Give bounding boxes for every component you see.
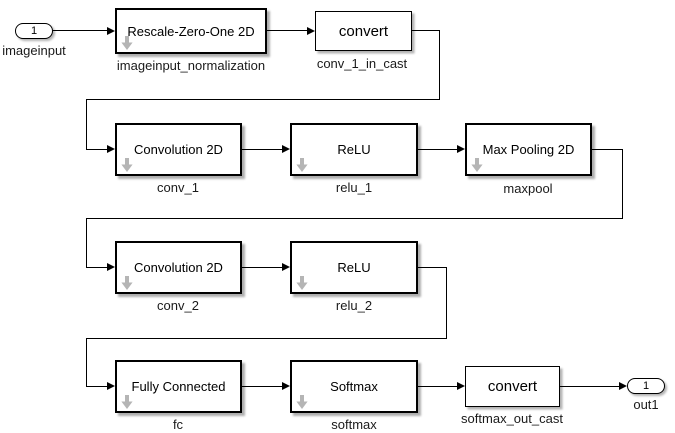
outport-number: 1 bbox=[642, 379, 650, 392]
look-under-mask-arrow-icon[interactable] bbox=[121, 395, 133, 409]
wire-normalization-to-cast bbox=[267, 30, 307, 32]
block-text: Softmax bbox=[330, 379, 378, 394]
arrowhead bbox=[307, 27, 315, 35]
block-softmax[interactable]: Softmax bbox=[290, 360, 418, 413]
wire-imageinput-to-normalization bbox=[53, 30, 107, 32]
wire-cast-to-conv1 bbox=[439, 30, 441, 99]
wire-cast-to-conv1 bbox=[86, 99, 440, 101]
block-text: Max Pooling 2D bbox=[482, 142, 575, 157]
block-label-out1: out1 bbox=[633, 397, 659, 412]
wire-fc-to-softmax bbox=[242, 386, 282, 388]
block-label-softmax: softmax bbox=[331, 417, 377, 432]
block-label-relu-1: relu_1 bbox=[335, 180, 373, 195]
wire-relu2-to-fc bbox=[446, 267, 448, 338]
wire-relu2-to-fc bbox=[418, 267, 447, 269]
block-text: Fully Connected bbox=[131, 379, 226, 394]
block-maxpool[interactable]: Max Pooling 2D bbox=[465, 123, 592, 176]
arrowhead bbox=[619, 382, 627, 390]
block-text: ReLU bbox=[337, 260, 371, 275]
block-text: ReLU bbox=[337, 142, 371, 157]
block-label-maxpool: maxpool bbox=[503, 181, 553, 196]
wire-conv2-to-relu2 bbox=[242, 267, 282, 269]
block-label-relu-2: relu_2 bbox=[335, 298, 373, 313]
wire-relu2-to-fc bbox=[86, 386, 108, 388]
block-conv-1-in-cast[interactable]: convert bbox=[315, 11, 412, 51]
arrowhead bbox=[282, 263, 290, 271]
wire-maxpool-to-conv2 bbox=[86, 218, 623, 220]
block-label-conv-1: conv_1 bbox=[157, 180, 199, 195]
block-text: Convolution 2D bbox=[134, 142, 223, 157]
wire-conv1-to-relu1 bbox=[242, 149, 282, 151]
block-relu-1[interactable]: ReLU bbox=[290, 123, 418, 176]
block-relu-2[interactable]: ReLU bbox=[290, 241, 418, 294]
look-under-mask-arrow-icon[interactable] bbox=[471, 158, 483, 172]
block-imageinput-normalization[interactable]: Rescale-Zero-One 2D bbox=[115, 8, 267, 54]
block-conv-2[interactable]: Convolution 2D bbox=[115, 241, 242, 294]
wire-maxpool-to-conv2 bbox=[86, 267, 108, 269]
block-text: convert bbox=[338, 22, 389, 40]
block-softmax-out-cast[interactable]: convert bbox=[465, 366, 560, 407]
wire-relu1-to-maxpool bbox=[418, 149, 458, 151]
look-under-mask-arrow-icon[interactable] bbox=[121, 158, 133, 172]
inport-imageinput[interactable]: 1 bbox=[15, 23, 53, 39]
wire-relu2-to-fc bbox=[86, 338, 447, 340]
look-under-mask-arrow-icon[interactable] bbox=[296, 395, 308, 409]
block-label-fc: fc bbox=[172, 417, 184, 432]
block-conv-1[interactable]: Convolution 2D bbox=[115, 123, 242, 176]
block-fc[interactable]: Fully Connected bbox=[115, 360, 242, 413]
block-text: Rescale-Zero-One 2D bbox=[127, 23, 255, 39]
wire-maxpool-to-conv2 bbox=[622, 149, 624, 218]
block-label-imageinput: imageinput bbox=[2, 43, 66, 58]
wire-cast-to-out1 bbox=[560, 386, 620, 388]
arrowhead bbox=[107, 382, 115, 390]
arrowhead bbox=[457, 145, 465, 153]
block-label-conv-2: conv_2 bbox=[157, 298, 199, 313]
arrowhead bbox=[457, 382, 465, 390]
block-text: Convolution 2D bbox=[134, 260, 223, 275]
arrowhead bbox=[282, 145, 290, 153]
arrowhead bbox=[107, 27, 115, 35]
arrowhead bbox=[107, 145, 115, 153]
look-under-mask-arrow-icon[interactable] bbox=[121, 276, 133, 290]
wire-cast-to-conv1 bbox=[412, 30, 440, 32]
wire-maxpool-to-conv2 bbox=[86, 218, 88, 267]
block-label-softmax-out-cast: softmax_out_cast bbox=[461, 411, 563, 426]
look-under-mask-arrow-icon[interactable] bbox=[296, 276, 308, 290]
wire-maxpool-to-conv2 bbox=[592, 149, 623, 151]
wire-softmax-to-cast bbox=[418, 386, 458, 388]
block-label-conv-1-in-cast: conv_1_in_cast bbox=[316, 56, 408, 71]
look-under-mask-arrow-icon[interactable] bbox=[296, 158, 308, 172]
wire-cast-to-conv1 bbox=[86, 149, 108, 151]
block-text: convert bbox=[487, 378, 538, 395]
wire-cast-to-conv1 bbox=[86, 99, 88, 150]
outport-out1[interactable]: 1 bbox=[627, 378, 665, 394]
block-label-imageinput-normalization: imageinput_normalization bbox=[116, 58, 266, 73]
look-under-mask-arrow-icon[interactable] bbox=[121, 36, 133, 50]
inport-number: 1 bbox=[30, 24, 38, 37]
arrowhead bbox=[107, 263, 115, 271]
arrowhead bbox=[282, 382, 290, 390]
wire-relu2-to-fc bbox=[86, 338, 88, 386]
